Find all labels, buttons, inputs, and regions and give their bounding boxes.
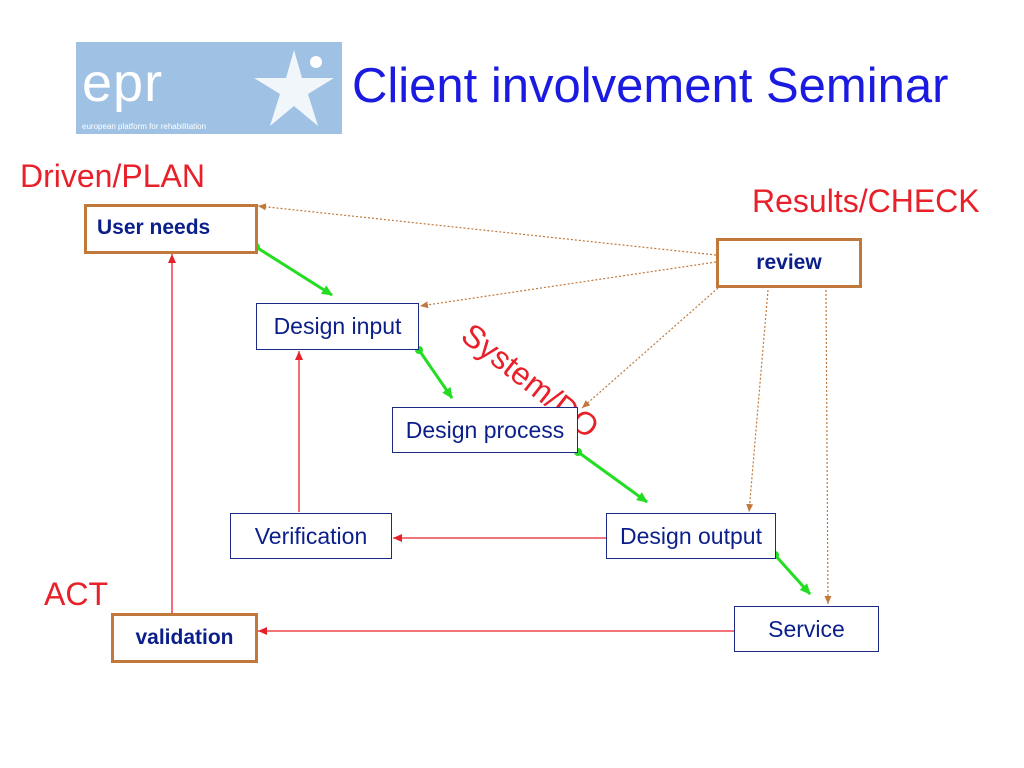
review-arrow-to-designprocess <box>581 287 719 409</box>
node-verification: Verification <box>230 513 392 559</box>
node-design-output-label: Design output <box>620 522 762 549</box>
review-arrow-to-service <box>824 289 832 605</box>
node-review: review <box>716 238 862 288</box>
flow-arrow-designinput-designprocess <box>417 349 454 399</box>
node-design-process-label: Design process <box>405 416 565 443</box>
node-design-output: Design output <box>606 513 776 559</box>
review-arrow-to-designoutput <box>746 289 769 513</box>
node-verification-label: Verification <box>254 522 368 549</box>
node-service: Service <box>734 606 879 652</box>
epr-logo: epr european platform for rehabilitation <box>76 42 342 134</box>
logo-subtitle: european platform for rehabilitation <box>82 122 207 131</box>
node-user-needs-label: User needs <box>97 216 211 239</box>
phase-label-act: ACT <box>44 576 108 612</box>
phase-label-check: Results/CHECK <box>752 183 980 219</box>
node-validation-label: validation <box>135 626 234 649</box>
feedback-arrows <box>168 254 734 635</box>
flow-arrow-userneeds-designinput <box>255 245 333 297</box>
flow-arrow-designoutput-service <box>773 553 812 596</box>
review-arrow-to-userneeds <box>257 203 717 256</box>
node-design-input: Design input <box>256 303 419 350</box>
node-design-process: Design process <box>392 407 578 453</box>
node-service-label: Service <box>768 615 845 642</box>
flow-arrow-designprocess-designoutput <box>577 450 648 504</box>
node-validation: validation <box>111 613 258 663</box>
node-user-needs: User needs <box>84 204 258 254</box>
star-figure-icon <box>254 50 334 126</box>
review-arrows <box>257 203 832 605</box>
node-review-label: review <box>756 251 822 274</box>
logo-text: epr <box>82 53 164 113</box>
phase-label-plan: Driven/PLAN <box>20 158 205 194</box>
slide-title: Client involvement Seminar <box>352 59 949 113</box>
review-arrow-to-designinput <box>419 261 717 309</box>
node-design-input-label: Design input <box>273 313 402 339</box>
